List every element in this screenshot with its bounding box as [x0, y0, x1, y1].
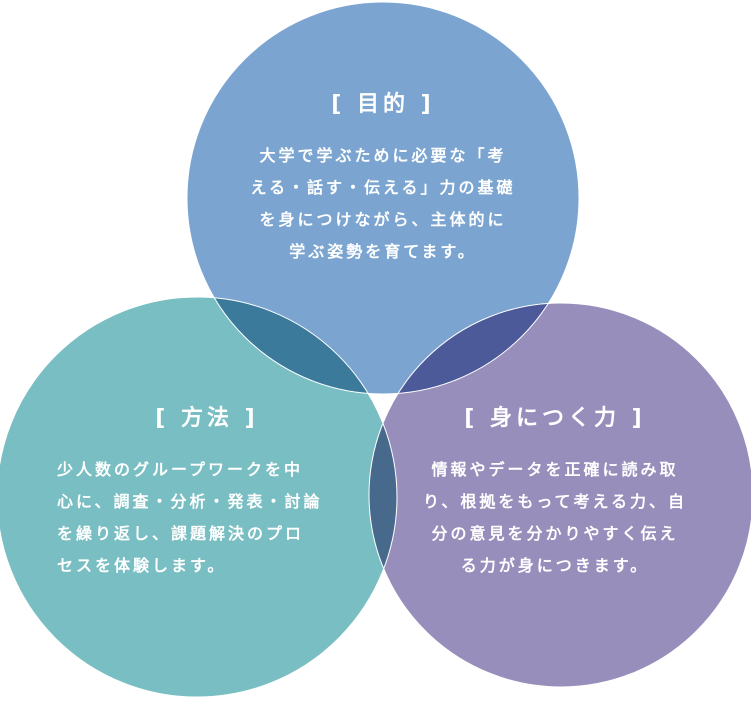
purpose-text-line: 学ぶ姿勢を育てます。 — [289, 242, 477, 261]
purpose-circle — [187, 2, 579, 394]
skills-title: [ 身につく力 ] — [464, 406, 646, 431]
skills-text-line: る力が身につきます。 — [460, 556, 650, 575]
method-text-line: 少人数のグループワークを中 — [57, 460, 304, 479]
skills-circle — [369, 303, 751, 687]
skills-text-line: 分の意見を分かりやすく伝え — [431, 524, 679, 543]
method-section: [ 方法 ] 少人数のグループワークを中 心に、調査・分析・発表・討論 を繰り返… — [57, 400, 357, 582]
purpose-text-line: える・話す・伝える」力の基礎 — [250, 178, 516, 197]
purpose-text-line: 大学で学ぶために必要な「考 — [259, 146, 507, 165]
method-title: [ 方法 ] — [155, 406, 259, 431]
skills-text-line: り、根拠をもって考える力、自 — [422, 492, 688, 511]
purpose-title: [ 目的 ] — [331, 92, 435, 117]
method-text-line: を繰り返し、課題解決のプロ — [57, 524, 305, 543]
skills-section: [ 身につく力 ] 情報やデータを正確に読み取 り、根拠をもって考える力、自 分… — [405, 400, 705, 582]
method-text-line: セスを体験します。 — [57, 556, 227, 575]
purpose-text-line: を身につけながら、主体的に — [259, 210, 507, 229]
skills-text-line: 情報やデータを正確に読み取 — [431, 460, 679, 479]
purpose-section: [ 目的 ] 大学で学ぶために必要な「考 える・話す・伝える」力の基礎 を身につ… — [233, 86, 533, 268]
method-circle — [0, 297, 397, 697]
method-text-line: 心に、調査・分析・発表・討論 — [57, 492, 323, 511]
